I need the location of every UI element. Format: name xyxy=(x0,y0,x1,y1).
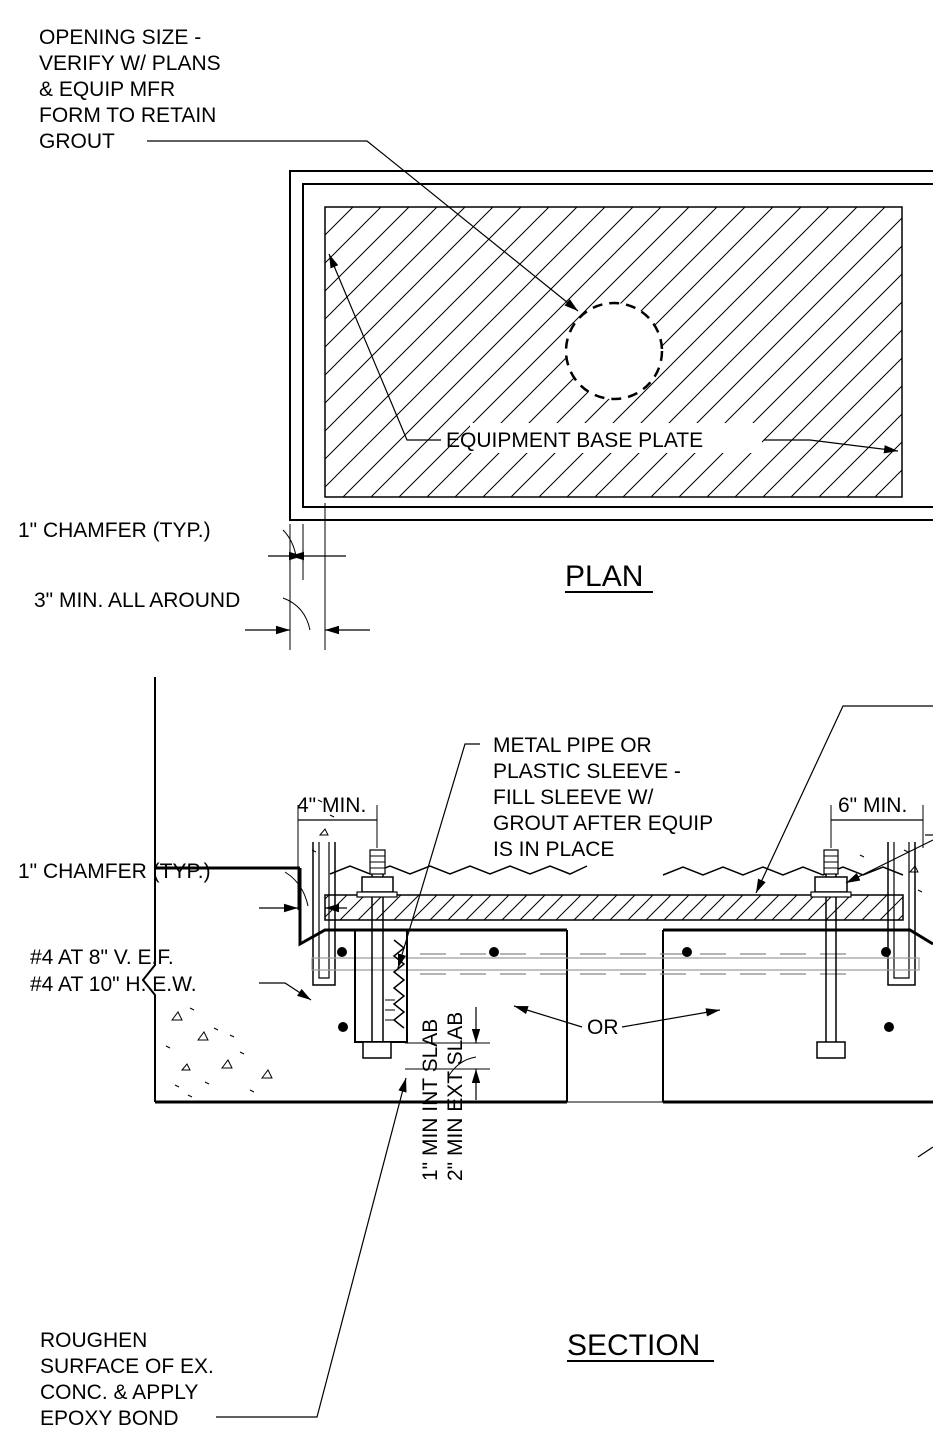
rebar-note-line-2: #4 AT 10" H. E.W. xyxy=(30,973,197,996)
rebar-hook-right-inner xyxy=(893,842,910,979)
slab-int-label: 1" MIN INT SLAB xyxy=(419,1019,442,1181)
plan-min-around-label: 3" MIN. ALL AROUND xyxy=(34,589,240,612)
dim-6in-min-label: 6" MIN. xyxy=(838,794,907,817)
or-leader-left xyxy=(513,1005,583,1028)
opening-note-line-5: GROUT xyxy=(39,130,115,153)
plan-chamfer-label: 1" CHAMFER (TYP.) xyxy=(18,519,211,542)
right-anchor-bolt xyxy=(810,849,852,1059)
sleeve-note-line-5: IS IN PLACE xyxy=(493,838,614,861)
opening-size-note: OPENING SIZE - VERIFY W/ PLANS & EQUIP M… xyxy=(39,26,221,153)
anchor-bolt-leader xyxy=(845,839,933,884)
sleeve-note: METAL PIPE OR PLASTIC SLEEVE - FILL SLEE… xyxy=(493,734,713,861)
or-label: OR xyxy=(587,1016,619,1039)
roughen-note-line-3: CONC. & APPLY xyxy=(40,1381,198,1404)
or-leader-right xyxy=(621,1008,721,1028)
equipment-base-plate-label: EQUIPMENT BASE PLATE xyxy=(446,429,703,452)
concrete-aggregate-marks xyxy=(165,799,923,1098)
roughened-surface-right xyxy=(662,866,904,876)
sleeve-note-line-2: PLASTIC SLEEVE - xyxy=(493,760,681,783)
opening-note-line-3: & EQUIP MFR xyxy=(39,78,175,101)
pad-chamfer-line xyxy=(302,183,933,508)
section-chamfer-leader xyxy=(284,871,309,907)
plan-title: PLAN xyxy=(565,560,643,593)
roughen-leader-line xyxy=(216,1077,407,1418)
base-plate-section-leader xyxy=(755,705,933,894)
base-plate-label-mask xyxy=(470,423,762,453)
horizontal-sleeve-outline xyxy=(311,957,920,971)
sleeve-note-line-1: METAL PIPE OR xyxy=(493,734,652,757)
opening-note-line-4: FORM TO RETAIN xyxy=(39,104,216,127)
opening-circle xyxy=(564,301,664,401)
rebar-dots xyxy=(337,947,894,1032)
roughen-note: ROUGHEN SURFACE OF EX. CONC. & APPLY EPO… xyxy=(40,1329,214,1430)
plan-view: OPENING SIZE - VERIFY W/ PLANS & EQUIP M… xyxy=(18,26,933,650)
slab-dim-leader xyxy=(447,1056,477,1078)
sleeve-note-line-3: FILL SLEEVE W/ xyxy=(493,786,653,809)
rebar-hook-right-outer xyxy=(887,842,916,986)
rebar-leader-line xyxy=(259,982,312,1001)
opening-note-line-1: OPENING SIZE - xyxy=(39,26,201,49)
roughen-note-line-4: EPOXY BOND xyxy=(40,1407,179,1430)
roughened-surface-left xyxy=(329,865,588,875)
sleeve-note-line-4: GROUT AFTER EQUIP xyxy=(493,812,713,835)
base-plate-leader-left xyxy=(328,253,441,441)
pad-outer-edge xyxy=(289,170,933,521)
existing-concrete-break-line xyxy=(141,677,156,1102)
rebar-hook-leader xyxy=(917,1146,933,1158)
section-view: 4" MIN. 6" MIN. 1" CHAMFER (TYP.) METAL … xyxy=(18,677,933,1430)
rebar-hook-left-outer xyxy=(312,842,336,986)
pad-right-outline xyxy=(663,928,933,946)
slab-ext-label: 2" MIN EXT SLAB xyxy=(444,1012,467,1181)
base-plate-leader-right xyxy=(764,439,899,454)
rebar-note-line-1: #4 AT 8" V. E.F. xyxy=(30,946,174,969)
roughen-note-line-2: SURFACE OF EX. xyxy=(40,1355,214,1378)
section-title: SECTION xyxy=(567,1329,700,1362)
section-chamfer-label: 1" CHAMFER (TYP.) xyxy=(18,860,211,883)
plan-dimensions xyxy=(245,503,370,650)
sleeve-leader-line xyxy=(397,743,480,969)
opening-note-line-2: VERIFY W/ PLANS xyxy=(39,52,221,75)
left-anchor-bolt xyxy=(354,849,408,1059)
roughen-note-line-1: ROUGHEN xyxy=(40,1329,147,1352)
dim-4in-min-label: 4" MIN. xyxy=(297,794,366,817)
section-base-plate xyxy=(324,894,904,921)
